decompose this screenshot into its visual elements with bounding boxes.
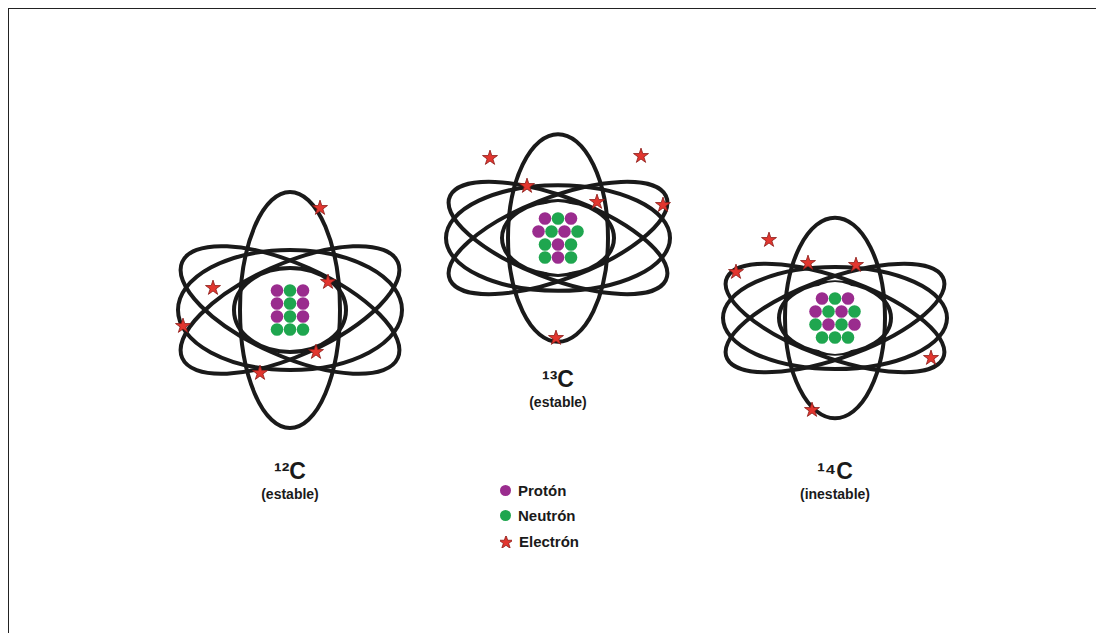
electron <box>205 280 220 294</box>
electron-orbit <box>708 241 961 394</box>
electron <box>175 318 190 332</box>
electron-orbit <box>779 282 891 353</box>
neutron <box>565 251 578 264</box>
electron <box>655 197 670 211</box>
proton <box>532 225 545 238</box>
proton <box>835 305 848 318</box>
neutron <box>822 305 835 318</box>
proton <box>848 318 861 331</box>
neutron <box>842 331 855 344</box>
electron-orbit <box>502 201 614 275</box>
neutron <box>284 284 297 297</box>
proton <box>297 310 310 323</box>
proton <box>822 318 835 331</box>
nucleus-ground <box>522 202 594 274</box>
frame <box>9 9 1096 633</box>
proton <box>271 284 284 297</box>
isotope-symbol: ¹³C <box>542 366 574 393</box>
neutron <box>816 331 829 344</box>
proton <box>539 212 552 225</box>
carbon-atom <box>163 192 416 428</box>
neutron <box>848 305 861 318</box>
carbon-atom <box>708 218 961 419</box>
proton <box>271 297 284 310</box>
legend-entry: Electrón <box>500 533 579 550</box>
neutron <box>571 225 584 238</box>
electron <box>848 257 863 271</box>
neutron <box>284 323 297 336</box>
proton <box>565 212 578 225</box>
electron <box>728 264 743 278</box>
legend-star <box>500 536 512 548</box>
electron-orbit <box>708 241 961 394</box>
electron <box>312 200 327 214</box>
proton <box>297 284 310 297</box>
proton <box>552 251 565 264</box>
electron-orbit <box>508 134 608 342</box>
electron-orbit <box>431 159 684 317</box>
neutron <box>552 212 565 225</box>
electron-orbit <box>163 220 416 400</box>
neutron <box>829 292 842 305</box>
neutron <box>539 238 552 251</box>
proton <box>552 238 565 251</box>
nucleus-ground <box>254 274 326 346</box>
carbon-atom <box>431 134 684 344</box>
proton <box>271 310 284 323</box>
legend-entry: Neutrón <box>500 507 576 524</box>
legend-text: Neutrón <box>518 507 576 524</box>
proton <box>816 292 829 305</box>
electron <box>761 232 776 246</box>
legend-text: Electrón <box>519 533 579 550</box>
stability-note: (inestable) <box>800 486 870 502</box>
proton <box>842 292 855 305</box>
electron-orbit <box>234 268 346 352</box>
proton <box>809 305 822 318</box>
neutron <box>545 225 558 238</box>
nucleus-ground <box>799 282 871 354</box>
electron-orbit <box>446 185 670 291</box>
electron <box>923 350 938 364</box>
electron-orbit <box>723 267 947 369</box>
stability-note: (estable) <box>261 486 319 502</box>
electron-orbit <box>163 220 416 400</box>
neutron <box>297 323 310 336</box>
electron <box>308 344 323 358</box>
legend-entry: Protón <box>500 482 566 499</box>
electron-orbit <box>785 218 885 419</box>
electron <box>800 255 815 269</box>
neutron <box>271 323 284 336</box>
legend-swatch <box>500 510 511 521</box>
neutron <box>284 297 297 310</box>
neutron <box>565 238 578 251</box>
electron <box>519 178 534 192</box>
electron <box>589 194 604 208</box>
electron <box>548 330 563 344</box>
neutron <box>835 318 848 331</box>
neutron <box>829 331 842 344</box>
electron <box>633 148 648 162</box>
neutron <box>284 310 297 323</box>
isotope-symbol: ¹⁴C <box>817 458 853 485</box>
electron-orbit <box>240 192 340 428</box>
electron <box>804 402 819 416</box>
electron-orbit <box>178 250 402 370</box>
stability-note: (estable) <box>529 394 587 410</box>
legend-text: Protón <box>518 482 566 499</box>
isotope-symbol: ¹²C <box>274 458 306 485</box>
neutron <box>539 251 552 264</box>
electron <box>252 365 267 379</box>
proton <box>297 297 310 310</box>
electron-orbit <box>431 159 684 317</box>
electron <box>482 150 497 164</box>
proton <box>558 225 571 238</box>
neutron <box>809 318 822 331</box>
electron <box>320 274 335 288</box>
legend-swatch <box>500 485 511 496</box>
